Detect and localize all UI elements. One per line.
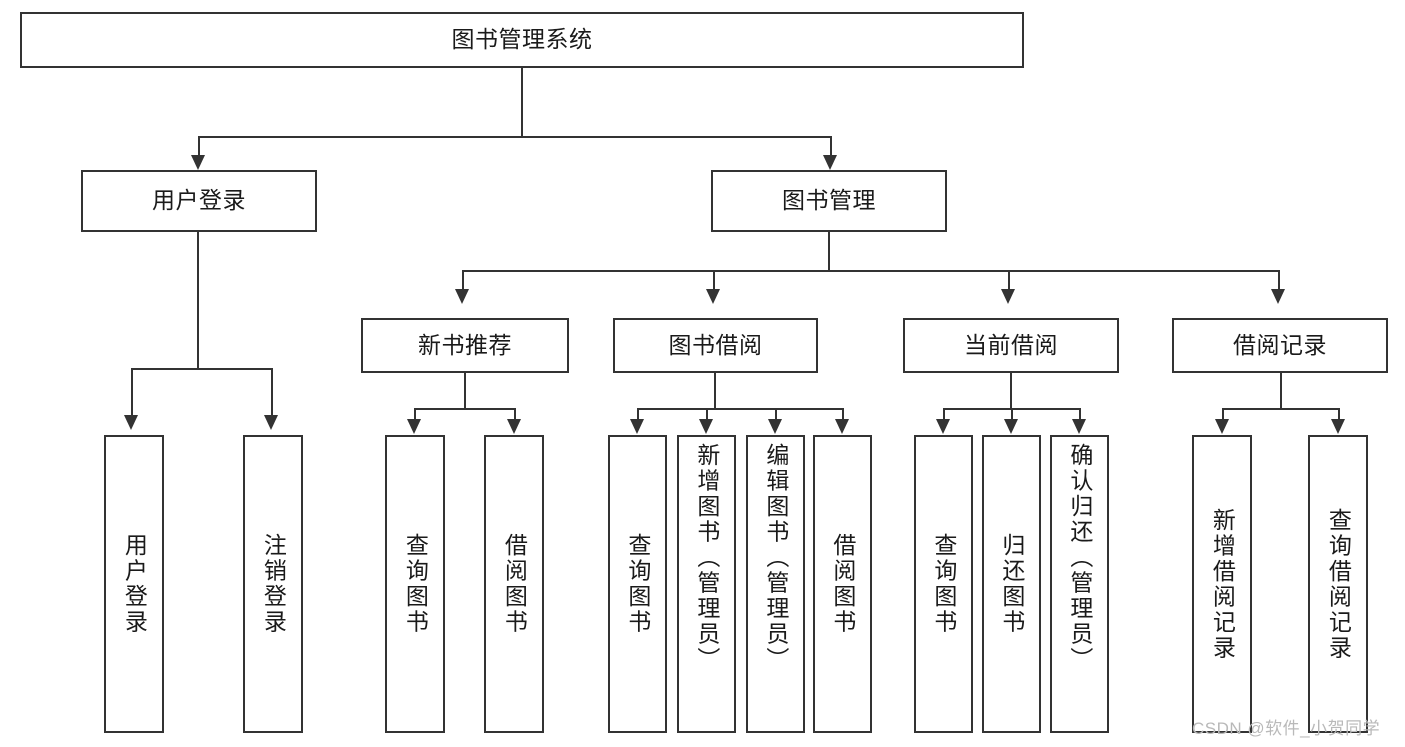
arrowhead-borrow-record-leaf-1 [1215,419,1229,434]
arrowhead-to-user-login-leaf [124,415,138,430]
connector-book-borrow-stem [714,373,716,408]
arrowhead-book-borrow-leaf-4 [835,419,849,434]
connector-root-bus [198,136,832,138]
connector-root-drop-2 [830,136,832,156]
arrowhead-to-book-management [823,155,837,170]
node-book-borrow[interactable]: 图书借阅 [613,318,818,373]
node-label: 用户登录 [121,533,148,635]
node-label: 借阅记录 [1233,331,1327,358]
node-label: 查询图书 [930,533,957,635]
connector-new-book-drop-2 [514,408,516,422]
leaf-query-book-recommend[interactable]: 查询图书 [385,435,445,733]
arrowhead-to-user-login [191,155,205,170]
node-label: 用户登录 [152,187,246,214]
arrowhead-to-book-borrow [706,289,720,304]
arrowhead-to-borrow-record [1271,289,1285,304]
connector-borrow-record-drop-2 [1338,408,1340,422]
arrowhead-to-logout-leaf [264,415,278,430]
leaf-add-book-admin[interactable]: 新增图书（管理员） [677,435,736,733]
connector-current-borrow-drop-3 [1079,408,1081,422]
connector-root-drop-1 [198,136,200,156]
leaf-query-book-borrow[interactable]: 查询图书 [608,435,667,733]
node-label: 查询图书 [624,533,651,635]
connector-borrow-record-drop-1 [1222,408,1224,422]
connector-user-login-stem [197,232,199,368]
connector-book-borrow-drop-1 [637,408,639,422]
arrowhead-current-borrow-leaf-1 [936,419,950,434]
connector-borrow-record-bus [1222,408,1338,410]
node-label: 新增图书（管理员） [693,443,720,673]
node-current-borrow[interactable]: 当前借阅 [903,318,1119,373]
connector-user-login-drop-2 [271,368,273,416]
connector-current-borrow-stem [1010,373,1012,408]
leaf-user-login[interactable]: 用户登录 [104,435,164,733]
connector-current-borrow-drop-2 [1011,408,1013,422]
connector-book-borrow-drop-2 [706,408,708,422]
leaf-query-book-current[interactable]: 查询图书 [914,435,973,733]
connector-new-book-drop-1 [414,408,416,422]
leaf-logout[interactable]: 注销登录 [243,435,303,733]
leaf-confirm-return-admin[interactable]: 确认归还（管理员） [1050,435,1109,733]
leaf-query-borrow-record[interactable]: 查询借阅记录 [1308,435,1368,733]
arrowhead-book-borrow-leaf-2 [699,419,713,434]
node-label: 新书推荐 [418,331,512,358]
connector-new-book-bus [414,408,516,410]
connector-book-borrow-drop-4 [842,408,844,422]
connector-user-login-drop-1 [131,368,133,416]
node-label: 借阅图书 [501,533,528,635]
connector-level3-bus [462,270,1280,272]
node-label: 归还图书 [998,533,1025,635]
node-user-login[interactable]: 用户登录 [81,170,317,232]
node-label: 图书管理 [782,187,876,214]
connector-root-stem [521,68,523,136]
node-new-book-recommend[interactable]: 新书推荐 [361,318,569,373]
connector-user-login-bus [131,368,273,370]
node-label: 编辑图书（管理员） [762,443,789,673]
leaf-edit-book-admin[interactable]: 编辑图书（管理员） [746,435,805,733]
connector-book-borrow-drop-3 [775,408,777,422]
arrowhead-new-book-leaf-1 [407,419,421,434]
leaf-borrow-book-recommend[interactable]: 借阅图书 [484,435,544,733]
node-label: 查询借阅记录 [1325,507,1352,661]
connector-current-borrow-drop-1 [943,408,945,422]
node-label: 新增借阅记录 [1209,507,1236,661]
arrowhead-borrow-record-leaf-2 [1331,419,1345,434]
leaf-add-borrow-record[interactable]: 新增借阅记录 [1192,435,1252,733]
connector-new-book-stem [464,373,466,408]
connector-level3-drop-1 [462,270,464,290]
connector-book-borrow-bus [637,408,842,410]
leaf-return-book[interactable]: 归还图书 [982,435,1041,733]
connector-level3-drop-2 [713,270,715,290]
node-label: 确认归还（管理员） [1066,443,1093,673]
node-label: 图书借阅 [668,331,763,358]
node-label: 注销登录 [260,533,287,635]
connector-book-management-stem [828,232,830,270]
node-root-book-management-system[interactable]: 图书管理系统 [20,12,1024,68]
csdn-watermark: CSDN @软件_小贺同学 [1192,719,1381,738]
connector-level3-drop-4 [1278,270,1280,290]
arrowhead-to-current-borrow [1001,289,1015,304]
node-borrow-record[interactable]: 借阅记录 [1172,318,1388,373]
connector-level3-drop-3 [1008,270,1010,290]
connector-borrow-record-stem [1280,373,1282,408]
arrowhead-current-borrow-leaf-2 [1004,419,1018,434]
arrowhead-to-new-book-recommend [455,289,469,304]
arrowhead-book-borrow-leaf-1 [630,419,644,434]
leaf-borrow-book[interactable]: 借阅图书 [813,435,872,733]
arrowhead-book-borrow-leaf-3 [768,419,782,434]
node-label: 当前借阅 [964,331,1058,358]
node-label: 查询图书 [402,533,429,635]
arrowhead-current-borrow-leaf-3 [1072,419,1086,434]
arrowhead-new-book-leaf-2 [507,419,521,434]
node-book-management[interactable]: 图书管理 [711,170,947,232]
node-label: 图书管理系统 [451,26,593,53]
node-label: 借阅图书 [829,533,856,635]
